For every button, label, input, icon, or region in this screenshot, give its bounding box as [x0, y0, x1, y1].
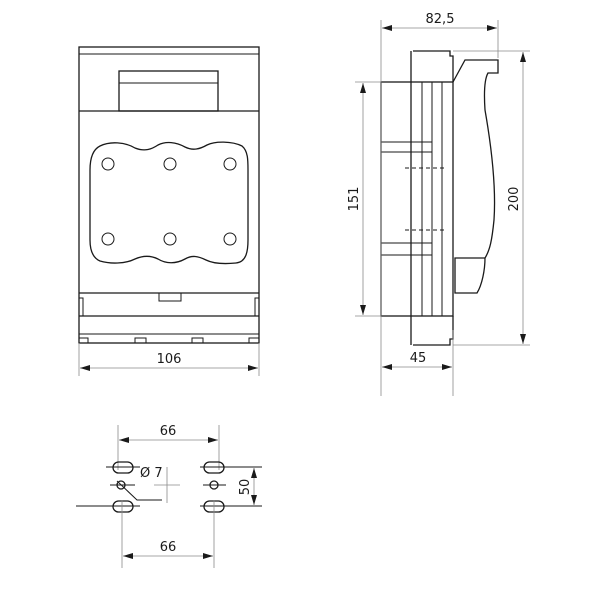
top-spacing-dimension-label: 66 [160, 424, 177, 439]
width-dimension-label: 106 [157, 352, 182, 367]
side-view: 82,5 151 200 45 [347, 12, 530, 396]
body-depth-dimension-label: 45 [410, 351, 427, 366]
vertical-spacing-dimension-label: 50 [238, 479, 253, 496]
cover-screw-holes [101, 157, 237, 246]
depth-dimension-label: 82,5 [426, 12, 455, 27]
hole-diameter-label: Ø 7 [140, 466, 163, 481]
mounting-plan: 66 Ø 7 50 66 [76, 424, 262, 568]
body-height-dimension-label: 151 [347, 187, 362, 212]
top-handle-tab [118, 70, 219, 112]
front-view: 106 [78, 46, 260, 376]
total-height-dimension-label: 200 [507, 187, 522, 212]
fuse-cover-outline [89, 141, 249, 265]
latch-tab [158, 292, 182, 302]
bottom-spacing-dimension-label: 66 [160, 540, 177, 555]
side-clip-profile [452, 59, 499, 294]
bottom-vents [78, 337, 260, 344]
front-body-outline [78, 46, 260, 344]
